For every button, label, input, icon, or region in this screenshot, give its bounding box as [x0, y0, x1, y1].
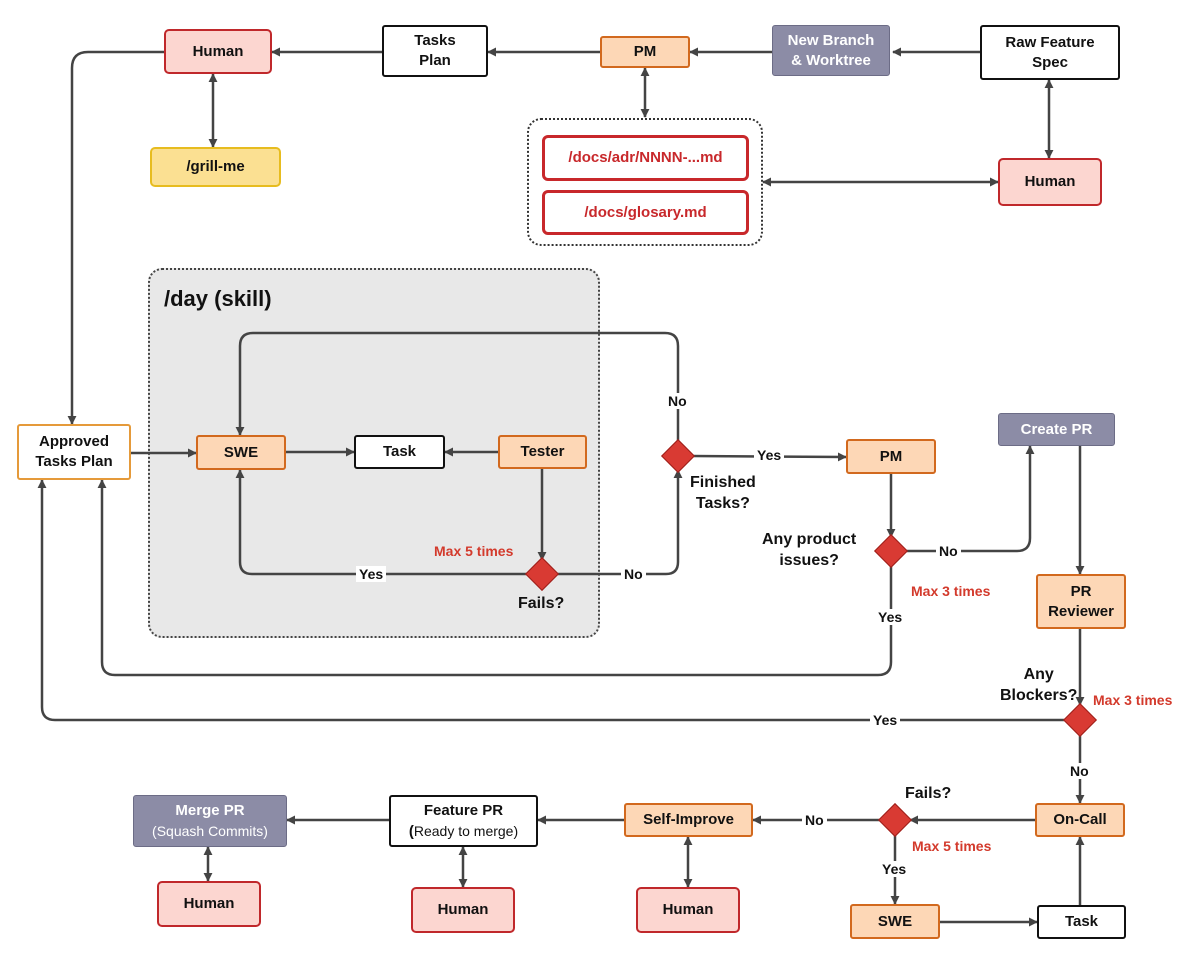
node-tester-label: Tester	[520, 443, 565, 460]
node-human-top: Human	[164, 29, 272, 74]
label-no-finished: No	[665, 393, 690, 409]
node-pr-reviewer-line2: Reviewer	[1048, 602, 1114, 620]
edge-human-to-approved	[67, 50, 164, 425]
node-glossary-doc: /docs/glosary.md	[542, 190, 749, 235]
node-feature-pr-subline: (Ready to merge)	[409, 821, 518, 842]
node-pm-top-label: PM	[633, 43, 657, 60]
node-approved-tasks-plan: Approved Tasks Plan	[17, 424, 131, 480]
node-feature-pr-paren: (	[408, 822, 414, 840]
node-tasks-plan: Tasks Plan	[382, 25, 488, 77]
label-no-product: No	[936, 543, 961, 559]
node-approved-line2: Tasks Plan	[35, 453, 113, 470]
node-raw-spec-line1: Raw Feature	[1005, 33, 1095, 51]
node-approved-line1: Approved	[38, 433, 109, 450]
node-swe-bottom-label: SWE	[877, 912, 913, 930]
node-new-branch-line1: New Branch	[787, 31, 875, 49]
node-glossary-doc-label: /docs/glosary.md	[584, 203, 707, 221]
node-pr-reviewer-line1: PR	[1070, 582, 1092, 600]
node-pr-reviewer: PR Reviewer	[1036, 574, 1126, 629]
question-blockers-line1: Any	[1023, 666, 1054, 683]
edge-fails-yes-to-swe	[235, 469, 528, 576]
node-task-bottom-label: Task	[1064, 913, 1099, 930]
node-create-pr: Create PR	[998, 413, 1115, 446]
label-no-fails-bottom: No	[802, 812, 827, 828]
node-human-improve: Human	[636, 887, 740, 933]
question-fails-bottom: Fails?	[905, 785, 952, 802]
node-new-branch-line2: & Worktree	[791, 51, 871, 69]
node-raw-spec-line2: Spec	[1032, 53, 1068, 71]
node-task-day-label: Task	[382, 443, 417, 460]
node-self-improve-label: Self-Improve	[643, 811, 734, 828]
day-skill-title: /day (skill)	[164, 286, 272, 311]
node-merge-pr-label: Merge PR	[175, 802, 245, 819]
node-on-call: On-Call	[1035, 803, 1125, 837]
question-finished-line2: Tasks?	[695, 495, 750, 512]
edge-fails-no-to-finished	[556, 469, 683, 576]
limit-product: Max 3 times	[911, 583, 991, 599]
node-grill-me-label: /grill-me	[186, 158, 245, 175]
question-product-line2: issues?	[779, 552, 839, 569]
label-no-blockers: No	[1067, 763, 1092, 779]
node-feature-pr-label: Feature PR	[423, 801, 504, 819]
question-product-line1: Any product	[762, 531, 857, 548]
limit-blockers: Max 3 times	[1093, 692, 1173, 708]
node-pm-mid-label: PM	[879, 447, 903, 465]
node-task-day: Task	[354, 435, 445, 469]
node-swe-day: SWE	[196, 435, 286, 470]
question-any-blockers: Any Blockers?	[1000, 664, 1077, 706]
node-human-right: Human	[998, 158, 1102, 206]
node-adr-doc: /docs/adr/NNNN-...md	[542, 135, 749, 181]
node-self-improve: Self-Improve	[624, 803, 753, 837]
node-swe-day-label: SWE	[223, 443, 259, 461]
node-pm-mid: PM	[846, 439, 936, 474]
label-no-fails-day: No	[621, 566, 646, 582]
node-swe-bottom: SWE	[850, 904, 940, 939]
node-raw-feature-spec: Raw Feature Spec	[980, 25, 1120, 80]
node-feature-pr-sub: Ready to merge)	[413, 822, 519, 839]
label-yes-product: Yes	[875, 609, 906, 625]
edge-blockers-yes-to-approved	[37, 479, 1066, 722]
node-create-pr-label: Create PR	[1020, 420, 1093, 438]
node-task-bottom: Task	[1037, 905, 1126, 939]
node-on-call-label: On-Call	[1053, 811, 1107, 828]
label-yes-fails-bottom: Yes	[879, 861, 910, 877]
node-human-merge-label: Human	[183, 895, 235, 912]
node-human-right-label: Human	[1024, 173, 1076, 190]
question-finished-line1: Finished	[690, 474, 756, 491]
node-human-improve-label: Human	[662, 901, 714, 918]
question-blockers-line2: Blockers?	[1000, 687, 1078, 704]
edge-product-yes-to-approved	[97, 479, 893, 677]
question-fails-day: Fails?	[518, 595, 565, 612]
question-finished-tasks: Finished Tasks?	[690, 472, 756, 514]
edge-finished-no-to-swe	[235, 331, 680, 442]
node-human-top-label: Human	[192, 42, 244, 60]
docs-group	[527, 118, 763, 246]
node-pm-top: PM	[600, 36, 690, 68]
label-yes-finished: Yes	[754, 447, 785, 463]
node-grill-me: /grill-me	[150, 147, 281, 187]
node-human-feature-label: Human	[437, 901, 489, 918]
node-tasks-plan-line1: Tasks	[414, 32, 456, 49]
node-merge-pr: Merge PR (Squash Commits)	[133, 795, 287, 847]
edge-product-no-to-create-pr	[905, 445, 1035, 553]
limit-day: Max 5 times	[434, 543, 514, 559]
node-new-branch: New Branch & Worktree	[772, 25, 890, 76]
label-yes-fails-day: Yes	[356, 566, 387, 582]
node-feature-pr: Feature PR (Ready to merge)	[389, 795, 538, 847]
node-tester: Tester	[498, 435, 587, 469]
limit-bottom: Max 5 times	[912, 838, 992, 854]
node-human-merge: Human	[157, 881, 261, 927]
node-merge-pr-sub: (Squash Commits)	[152, 823, 268, 839]
label-yes-blockers: Yes	[870, 712, 901, 728]
node-adr-doc-label: /docs/adr/NNNN-...md	[568, 149, 723, 166]
node-tasks-plan-line2: Plan	[419, 52, 451, 69]
question-product-issues: Any product issues?	[762, 529, 856, 571]
node-human-feature: Human	[411, 887, 515, 933]
